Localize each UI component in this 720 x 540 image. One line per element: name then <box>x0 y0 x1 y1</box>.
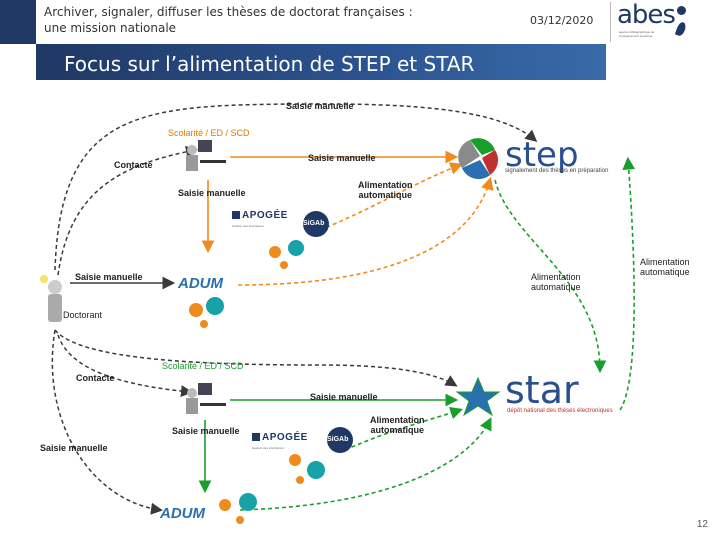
scolarite-top-icon <box>186 140 226 171</box>
label-saisie-top: Saisie manuelle <box>286 101 354 111</box>
label-saisie-apogee-top: Saisie manuelle <box>178 188 246 198</box>
header-divider <box>610 2 611 42</box>
star-logo-text: star <box>505 368 579 412</box>
label-scolarite-top: Scolarité / ED / SCD <box>168 128 250 138</box>
arrow-sigab-star <box>344 406 464 451</box>
label-alim-auto-1-line1: Alimentation <box>358 180 413 190</box>
label-saisie-adum-top: Saisie manuelle <box>75 272 143 282</box>
page-number: 12 <box>696 519 708 530</box>
abes-logo-dot <box>677 6 686 15</box>
label-alim-auto-2-line2: automatique <box>531 282 581 292</box>
arrow-doctorant-step-arc <box>54 103 538 271</box>
label-saisie-bottom-left: Saisie manuelle <box>40 443 108 453</box>
label-alim-auto-1: Alimentation automatique <box>358 180 413 200</box>
sigab-top-label: SiGAb <box>303 220 325 227</box>
apogee-top-subtitle: Gestion des inscriptions <box>232 224 264 228</box>
slide-date: 03/12/2020 <box>530 14 594 27</box>
label-doctorant: Doctorant <box>63 310 103 320</box>
arrow-right-loop <box>619 156 636 411</box>
star-logo-subtitle: dépôt national des thèses électroniques <box>507 408 613 414</box>
adum-logo-bottom: ADUM <box>160 505 205 522</box>
step-logo-subtitle: signalement des thèses en préparation <box>505 168 609 174</box>
header-stripe <box>0 0 36 44</box>
label-alim-auto-2-line1: Alimentation <box>531 272 581 282</box>
arrow-step-star <box>494 179 607 374</box>
label-alim-auto-3-line2: automatique <box>640 267 690 277</box>
label-alim-auto-1-line2: automatique <box>358 190 413 200</box>
arrow-doctorant-adum-bottom <box>51 329 163 515</box>
sigab-globe-bottom <box>327 427 353 453</box>
apogee-logo-bottom: APOGÉE <box>252 432 308 443</box>
sigab-bottom-label: SiGAb <box>327 436 349 443</box>
gears-adum-bottom <box>219 493 257 524</box>
label-alim-auto-4: Alimentation automatique <box>370 415 425 435</box>
label-alim-auto-3-line1: Alimentation <box>640 257 690 267</box>
abes-logo: abes agence bibliographique de l'enseign… <box>617 0 689 44</box>
apogee-logo-top-text: APOGÉE <box>242 210 288 221</box>
header-line-1: Archiver, signaler, diffuser les thèses … <box>44 5 413 19</box>
doctorant-icon <box>40 275 62 322</box>
abes-logo-text: abes <box>617 0 676 30</box>
label-alim-auto-3: Alimentation automatique <box>640 257 690 277</box>
label-contacte-bottom: Contacte <box>76 373 115 383</box>
arrow-contacte-bottom <box>57 334 193 398</box>
label-contacte-top: Contacte <box>114 160 153 170</box>
arrow-contacte-top <box>57 145 198 276</box>
step-logo-mark <box>458 138 499 180</box>
label-saisie-apogee-bottom: Saisie manuelle <box>172 426 240 436</box>
apogee-bottom-subtitle: Gestion des inscriptions <box>252 446 284 450</box>
slide-title: Focus sur l’alimentation de STEP et STAR <box>64 52 475 76</box>
abes-logo-subtitle: agence bibliographique de l'enseignement… <box>619 30 655 38</box>
label-scolarite-bottom: Scolarité / ED / SCD <box>162 361 244 371</box>
sigab-globe-top <box>303 211 329 237</box>
label-alim-auto-2: Alimentation automatique <box>531 272 581 292</box>
arrow-adum-star <box>239 417 492 511</box>
apogee-logo-bottom-text: APOGÉE <box>262 432 308 443</box>
label-alim-auto-4-line1: Alimentation <box>370 415 425 425</box>
header-line-2: une mission nationale <box>44 21 177 35</box>
scolarite-bottom-icon <box>186 383 226 414</box>
star-logo-mark <box>455 376 501 417</box>
arrow-doctorant-star-arc <box>54 329 458 387</box>
header-text: Archiver, signaler, diffuser les thèses … <box>44 4 424 36</box>
arrow-adum-step <box>237 176 494 286</box>
label-alim-auto-4-line2: automatique <box>370 425 425 435</box>
label-saisie-step: Saisie manuelle <box>308 153 376 163</box>
gears-apogee-top <box>269 240 304 269</box>
label-saisie-star: Saisie manuelle <box>310 392 378 402</box>
gears-adum-top <box>189 297 224 328</box>
step-logo-text: step <box>505 135 579 175</box>
title-bar: Focus sur l’alimentation de STEP et STAR <box>36 44 606 80</box>
adum-logo-top: ADUM <box>178 275 223 292</box>
apogee-logo-top: APOGÉE <box>232 210 288 221</box>
gears-apogee-bottom <box>289 454 325 484</box>
